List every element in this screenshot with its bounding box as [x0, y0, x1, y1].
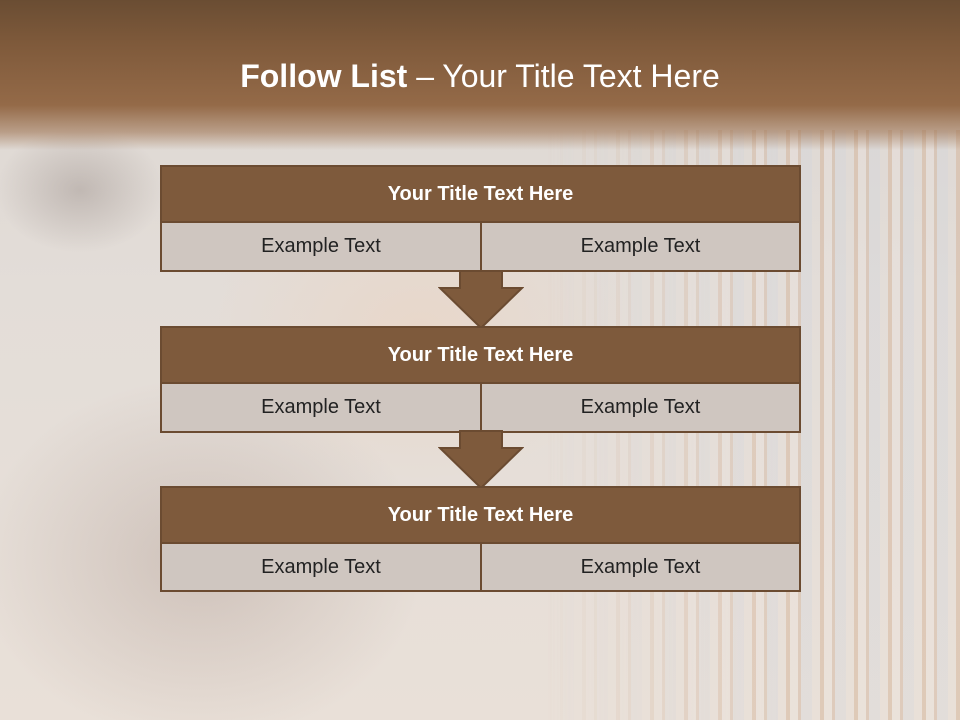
- step-title: Your Title Text Here: [160, 326, 801, 384]
- step-left-cell: Example Text: [160, 542, 482, 592]
- down-arrow-icon: [438, 430, 524, 490]
- step-left-cell: Example Text: [160, 221, 482, 272]
- step-left-cell: Example Text: [160, 382, 482, 433]
- slide-title-rest: – Your Title Text Here: [407, 58, 720, 94]
- down-arrow-icon: [438, 270, 524, 330]
- step-right-cell: Example Text: [480, 542, 801, 592]
- slide-title-bold: Follow List: [240, 58, 408, 94]
- step-right-cell: Example Text: [480, 221, 801, 272]
- step-right-cell: Example Text: [480, 382, 801, 433]
- slide-title: Follow List – Your Title Text Here: [0, 52, 960, 100]
- step-title: Your Title Text Here: [160, 165, 801, 223]
- step-title: Your Title Text Here: [160, 486, 801, 544]
- header-band: [0, 0, 960, 150]
